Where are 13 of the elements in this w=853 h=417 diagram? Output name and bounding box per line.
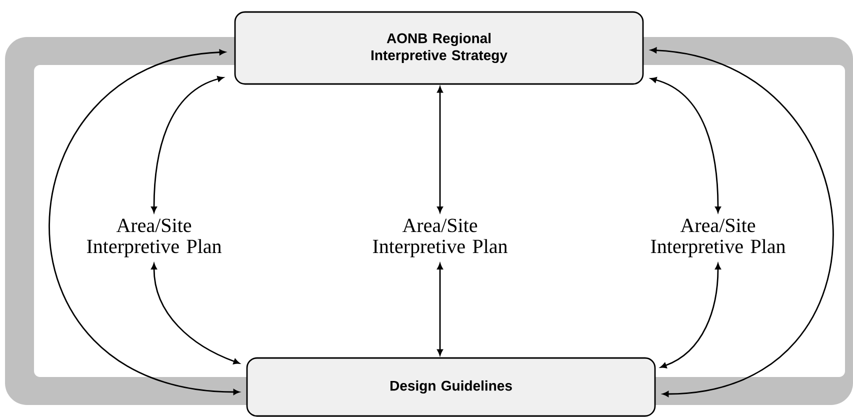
arrow: [650, 47, 834, 397]
plan-text: Area/Site Interpretive Plan: [86, 218, 222, 258]
arrow: [660, 263, 721, 368]
arrow: [650, 77, 721, 213]
process-box: Design Guidelines: [246, 357, 656, 417]
arrow: [437, 263, 443, 356]
plan-text: Area/Site Interpretive Plan: [372, 218, 508, 258]
arrow: [437, 86, 443, 213]
arrow: [151, 263, 240, 364]
process-box: AONB Regional Interpretive Strategy: [234, 11, 644, 85]
arrow: [151, 76, 224, 213]
arrow: [48, 49, 240, 395]
plan-text: Area/Site Interpretive Plan: [650, 218, 786, 258]
